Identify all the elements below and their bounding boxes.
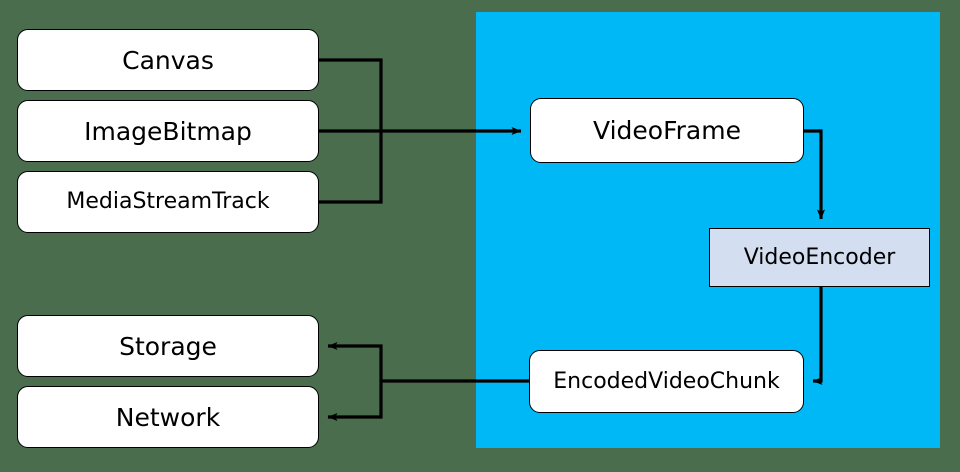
- edge-canvas-to-videoframe: [319, 58, 383, 131]
- edge-mediastreamtrack-to-videoframe: [319, 131, 383, 204]
- edge-videoencoder-to-encodedvideochunk: [812, 287, 823, 385]
- node-imagebitmap[interactable]: ImageBitmap: [17, 100, 319, 162]
- node-imagebitmap-label: ImageBitmap: [84, 116, 252, 146]
- node-videoframe-label: VideoFrame: [593, 116, 741, 145]
- node-encodedvideochunk-label: EncodedVideoChunk: [553, 368, 780, 394]
- node-canvas[interactable]: Canvas: [17, 29, 319, 91]
- node-mediastreamtrack-label: MediaStreamTrack: [66, 189, 270, 214]
- node-network-label: Network: [115, 402, 221, 432]
- node-storage[interactable]: Storage: [17, 315, 319, 377]
- node-encodedvideochunk[interactable]: EncodedVideoChunk: [529, 350, 804, 413]
- edge-encodedvideochunk-to-storage: [327, 342, 383, 381]
- node-videoencoder[interactable]: VideoEncoder: [709, 228, 930, 287]
- edge-encodedvideochunk-to-network: [327, 381, 383, 421]
- node-mediastreamtrack[interactable]: MediaStreamTrack: [17, 171, 319, 233]
- node-videoframe[interactable]: VideoFrame: [530, 98, 804, 163]
- node-network[interactable]: Network: [17, 386, 319, 448]
- edge-videoframe-to-videoencoder: [804, 129, 825, 220]
- node-canvas-label: Canvas: [122, 45, 214, 75]
- node-videoencoder-label: VideoEncoder: [743, 244, 896, 270]
- node-storage-label: Storage: [119, 331, 217, 361]
